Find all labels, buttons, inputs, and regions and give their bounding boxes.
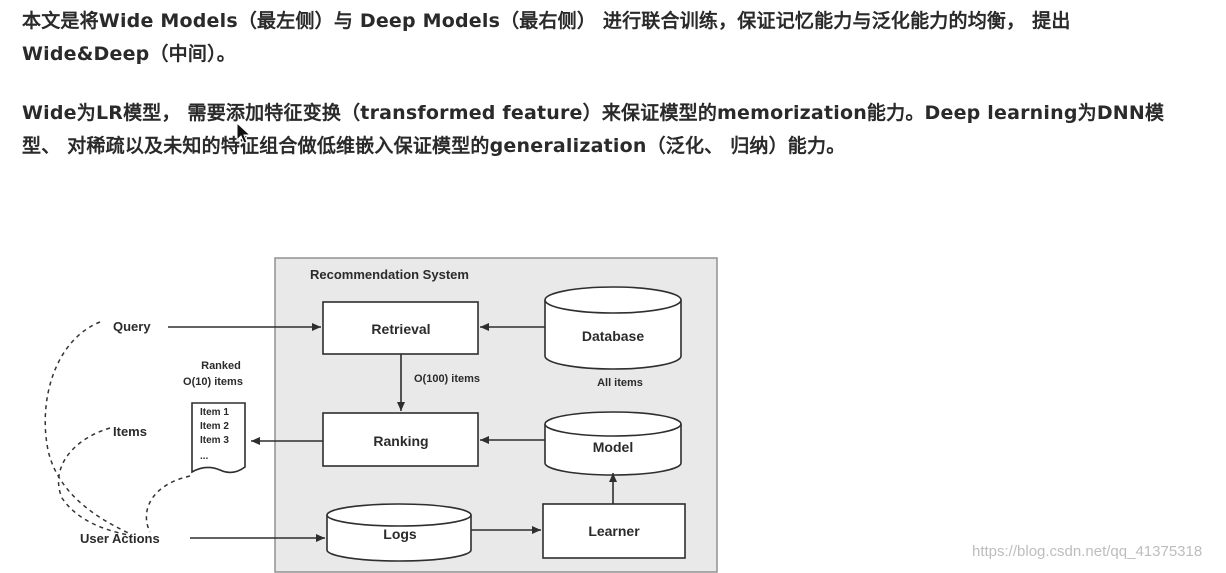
model-label: Model — [593, 439, 633, 455]
watermark-url: https://blog.csdn.net/qq_41375318 — [972, 543, 1203, 560]
model-description-paragraph: Wide为LR模型， 需要添加特征变换（transformed feature）… — [22, 102, 1165, 157]
items-user-actions-dashed-curve — [57, 427, 129, 536]
doc-item-2: Item 2 — [200, 421, 229, 432]
intro-paragraph: 本文是将Wide Models（最左侧）与 Deep Models（最右侧） 进… — [22, 10, 1071, 65]
database-label: Database — [582, 328, 644, 344]
retrieval-label: Retrieval — [371, 321, 430, 337]
learner-label: Learner — [588, 523, 640, 539]
ranked-label: Ranked — [201, 360, 241, 372]
all-items-label: All items — [597, 377, 643, 389]
o100-items-label: O(100) items — [414, 373, 480, 385]
model-cylinder — [544, 411, 682, 476]
query-label: Query — [113, 319, 151, 334]
user-actions-label: User Actions — [80, 531, 160, 546]
doc-item-3: Item 3 — [200, 435, 229, 446]
mouse-cursor-icon — [236, 122, 252, 144]
logs-label: Logs — [383, 526, 417, 542]
ranking-label: Ranking — [373, 433, 428, 449]
ranked-items-document — [191, 402, 246, 474]
learner-box — [542, 503, 686, 559]
database-cylinder — [544, 286, 682, 370]
document-user-actions-dashed-curve — [145, 475, 191, 533]
query-user-actions-dashed-curve — [44, 321, 133, 536]
ranking-box — [322, 412, 479, 467]
items-label: Items — [113, 424, 147, 439]
logs-cylinder — [326, 503, 472, 562]
retrieval-box — [322, 301, 479, 355]
system-title: Recommendation System — [310, 267, 469, 282]
doc-item-1: Item 1 — [200, 407, 229, 418]
ranked-count-label: O(10) items — [183, 376, 243, 388]
doc-item-ellipsis: ... — [200, 451, 209, 462]
